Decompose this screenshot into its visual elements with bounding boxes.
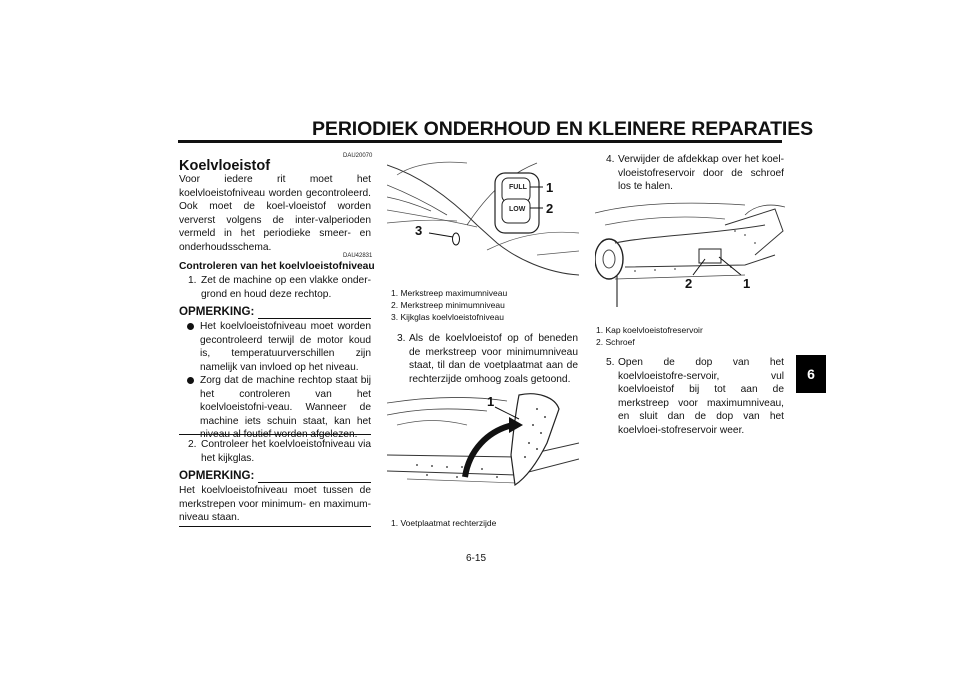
figure-sight-glass: FULL LOW 1 2 3 <box>387 155 579 283</box>
figure-floor-mat: 1 <box>387 385 579 513</box>
note-2-bottom-rule <box>179 526 371 527</box>
step-1-number: 1. <box>188 275 197 286</box>
note-1-bottom-rule <box>179 434 371 435</box>
intro-paragraph: Voor iedere rit moet het koelvloeistofni… <box>179 174 371 253</box>
bullet-icon <box>187 323 194 330</box>
callout-cap-1: 1 <box>743 276 750 291</box>
section-code: DAU20070 <box>343 153 373 159</box>
callout-2: 2 <box>546 201 553 216</box>
note-2-text: Het koelvloeistofniveau moet tussen de m… <box>179 485 371 524</box>
bullet-icon <box>187 377 194 384</box>
note-1-bullet-1: Het koelvloeistofniveau moet worden geco… <box>187 320 371 374</box>
chapter-tab: 6 <box>796 355 826 393</box>
figure-1-caption-2: 2. Merkstreep minimumniveau <box>391 300 505 310</box>
callout-floor-mat-1: 1 <box>487 394 494 409</box>
note-1-bullet-1-text: Het koelvloeistofniveau moet worden geco… <box>200 321 371 373</box>
subsection-heading: Controleren van het koelvloeistofniveau <box>179 261 375 272</box>
callout-3: 3 <box>415 223 422 238</box>
section-heading: Koelvloeistof <box>179 158 271 174</box>
step-2-text: Controleer het koelvloeistofniveau via h… <box>201 439 371 464</box>
note-2-heading: OPMERKING: <box>179 469 255 482</box>
note-1-top-rule <box>258 318 371 319</box>
header-rule <box>178 140 782 143</box>
step-5-number: 5. <box>606 357 615 368</box>
step-3-text: Als de koelvloeistof op of beneden de me… <box>409 333 578 385</box>
note-1-heading: OPMERKING: <box>179 305 255 318</box>
step-4-number: 4. <box>606 154 615 165</box>
figure-2-caption: 1. Voetplaatmat rechterzijde <box>391 518 497 528</box>
figure-coolant-reservoir: 2 1 <box>595 195 785 320</box>
figure-3-caption-2: 2. Schroef <box>596 337 635 347</box>
subsection-code: DAU42831 <box>343 253 373 259</box>
step-2-number: 2. <box>188 439 197 450</box>
step-5-text: Open de dop van het koelvloeistofre-serv… <box>618 357 784 436</box>
note-1-bullet-2-text: Zorg dat de machine rechtop staat bij he… <box>200 375 371 440</box>
figure-1-caption-1: 1. Merkstreep maximumniveau <box>391 288 508 298</box>
figure-3-caption-1: 1. Kap koelvloeistofreservoir <box>596 325 703 335</box>
gauge-low-label: LOW <box>509 206 526 213</box>
note-1-bullet-2: Zorg dat de machine rechtop staat bij he… <box>187 374 371 442</box>
figure-1-caption-3: 3. Kijkglas koelvloeistofniveau <box>391 312 504 322</box>
callout-screw-2: 2 <box>685 276 692 291</box>
page-number: 6-15 <box>466 553 487 564</box>
page-header-title: PERIODIEK ONDERHOUD EN KLEINERE REPARATI… <box>312 118 814 140</box>
step-1-text: Zet de machine op een vlakke onder-grond… <box>201 275 371 300</box>
note-2-top-rule <box>258 482 371 483</box>
callout-1: 1 <box>546 180 553 195</box>
step-3-number: 3. <box>397 333 406 344</box>
gauge-full-label: FULL <box>509 184 528 191</box>
step-4-text: Verwijder de afdekkap over het koel-vloe… <box>618 154 784 193</box>
